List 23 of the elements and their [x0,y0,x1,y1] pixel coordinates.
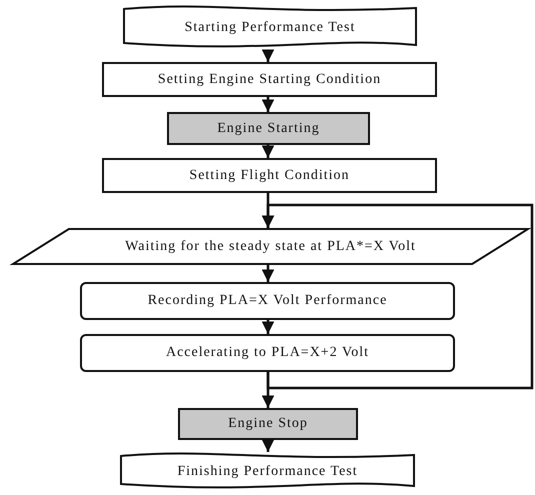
step-label: Recording PLA=X Volt Performance [148,293,388,309]
input-parallelogram [12,228,529,265]
shaded-process-box [178,408,358,440]
step-label: Accelerating to PLA=X+2 Volt [166,345,370,361]
step-label: Waiting for the steady state at PLA*=X Volt [125,238,416,254]
step-label: Setting Flight Condition [189,168,350,184]
arrow [262,97,274,112]
rounded-process-box [80,334,455,372]
arrow [262,204,534,390]
arrow [262,320,274,334]
process-box [102,62,437,97]
arrow [262,265,274,282]
step-label: Engine Stop [228,416,308,432]
step-label: Engine Starting [217,120,320,136]
shaded-process-box [167,112,370,145]
arrow [262,50,274,62]
process-box [102,158,437,193]
arrow [262,145,274,158]
step-label: Starting Performance Test [184,20,356,36]
arrow [262,440,274,452]
rounded-process-box [80,282,455,320]
step-label: Finishing Performance Test [177,464,358,480]
step-label: Setting Engine Starting Condition [158,72,382,88]
